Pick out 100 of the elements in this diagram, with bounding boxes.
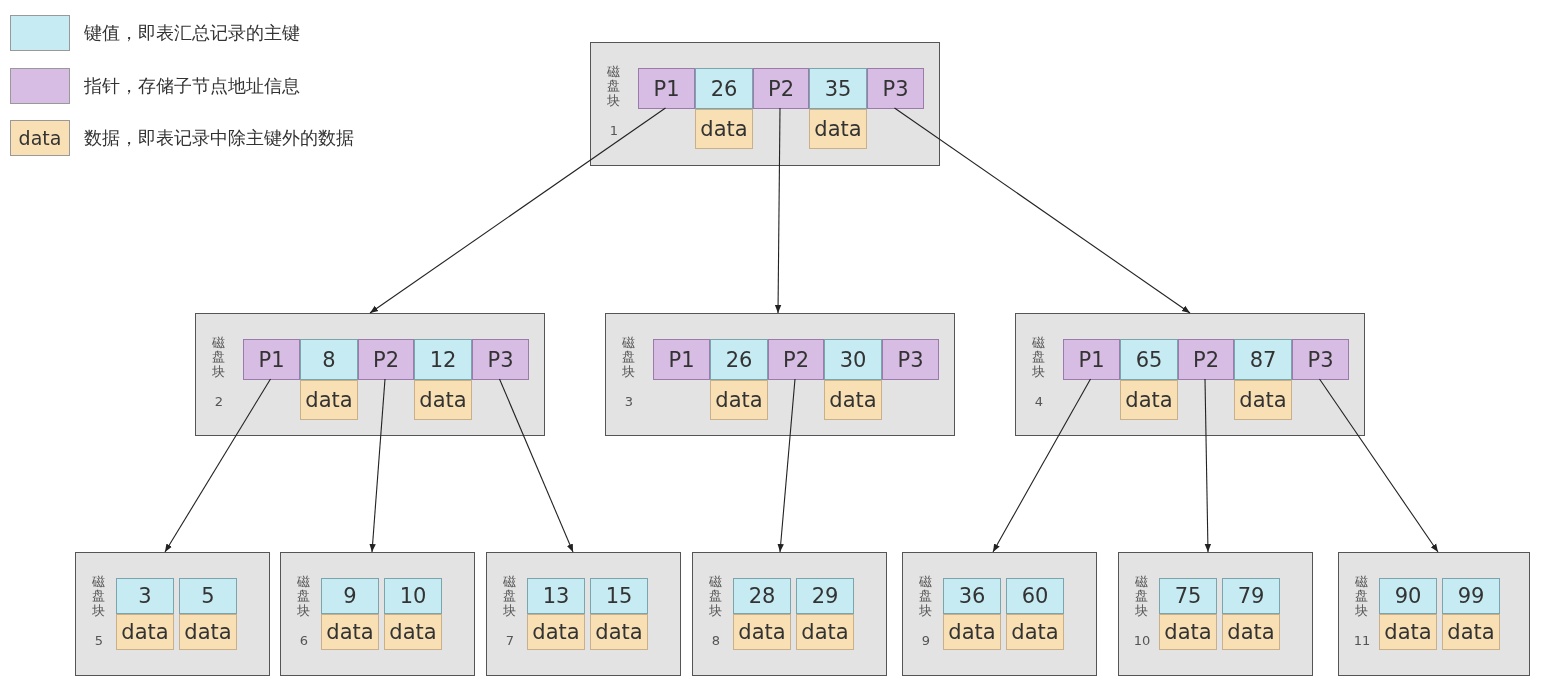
key-cell: 35 xyxy=(809,68,867,109)
disk-block-label: 磁盘块 xyxy=(919,575,932,618)
key-cell: 12 xyxy=(414,339,472,380)
arrow xyxy=(164,378,272,553)
key-cell: 99 xyxy=(1442,578,1500,614)
disk-block xyxy=(902,552,1097,676)
data-cell: data xyxy=(710,380,768,420)
block-number: 8 xyxy=(710,633,722,648)
disk-block-label: 磁盘块 xyxy=(1135,575,1148,618)
data-cell: data xyxy=(414,380,472,420)
block-number: 4 xyxy=(1033,394,1045,409)
pointer-cell: P2 xyxy=(1178,339,1234,380)
disk-block xyxy=(486,552,681,676)
data-cell: data xyxy=(1234,380,1292,420)
disk-block-label: 磁盘块 xyxy=(709,575,722,618)
data-cell: data xyxy=(1006,614,1064,650)
data-cell: data xyxy=(116,614,174,650)
disk-block xyxy=(75,552,270,676)
disk-block-label: 磁盘块 xyxy=(1032,336,1045,379)
data-cell: data xyxy=(943,614,1001,650)
disk-block-label: 磁盘块 xyxy=(92,575,105,618)
arrow xyxy=(498,378,574,553)
block-number: 1 xyxy=(608,123,620,138)
key-cell: 75 xyxy=(1159,578,1217,614)
disk-block xyxy=(692,552,887,676)
legend-text: 数据，即表记录中除主键外的数据 xyxy=(84,126,354,150)
legend-swatch: data xyxy=(10,120,70,156)
disk-block-label: 磁盘块 xyxy=(607,65,620,108)
disk-block xyxy=(1118,552,1313,676)
key-cell: 90 xyxy=(1379,578,1437,614)
arrow xyxy=(369,378,386,553)
block-number: 7 xyxy=(504,633,516,648)
key-cell: 26 xyxy=(710,339,768,380)
pointer-cell: P1 xyxy=(638,68,695,109)
pointer-cell: P3 xyxy=(472,339,529,380)
key-cell: 5 xyxy=(179,578,237,614)
arrow xyxy=(774,107,782,314)
block-number: 10 xyxy=(1132,633,1152,648)
pointer-cell: P3 xyxy=(882,339,939,380)
disk-block xyxy=(605,313,955,436)
arrow xyxy=(893,107,1191,314)
key-cell: 3 xyxy=(116,578,174,614)
key-cell: 15 xyxy=(590,578,648,614)
data-cell: data xyxy=(1379,614,1437,650)
key-cell: 65 xyxy=(1120,339,1178,380)
data-cell: data xyxy=(527,614,585,650)
data-cell: data xyxy=(1159,614,1217,650)
key-cell: 8 xyxy=(300,339,358,380)
data-cell: data xyxy=(733,614,791,650)
data-cell: data xyxy=(796,614,854,650)
pointer-cell: P2 xyxy=(358,339,414,380)
block-number: 6 xyxy=(298,633,310,648)
pointer-cell: P2 xyxy=(753,68,809,109)
key-cell: 10 xyxy=(384,578,442,614)
key-cell: 87 xyxy=(1234,339,1292,380)
block-number: 3 xyxy=(623,394,635,409)
data-cell: data xyxy=(809,109,867,149)
pointer-cell: P1 xyxy=(653,339,710,380)
arrow xyxy=(369,107,667,314)
key-cell: 36 xyxy=(943,578,1001,614)
pointer-cell: P1 xyxy=(243,339,300,380)
arrow xyxy=(1318,378,1439,553)
data-cell: data xyxy=(824,380,882,420)
disk-block xyxy=(195,313,545,436)
disk-block xyxy=(280,552,475,676)
data-cell: data xyxy=(695,109,753,149)
disk-block-label: 磁盘块 xyxy=(212,336,225,379)
pointer-cell: P1 xyxy=(1063,339,1120,380)
disk-block xyxy=(1338,552,1530,676)
block-number: 2 xyxy=(213,394,225,409)
key-cell: 30 xyxy=(824,339,882,380)
disk-block-label: 磁盘块 xyxy=(503,575,516,618)
data-cell: data xyxy=(300,380,358,420)
disk-block-label: 磁盘块 xyxy=(622,336,635,379)
pointer-cell: P3 xyxy=(1292,339,1349,380)
arrow xyxy=(777,378,796,553)
legend-text: 键值，即表汇总记录的主键 xyxy=(84,21,300,45)
key-cell: 9 xyxy=(321,578,379,614)
data-cell: data xyxy=(1222,614,1280,650)
key-cell: 60 xyxy=(1006,578,1064,614)
arrow xyxy=(1204,378,1212,553)
pointer-cell: P2 xyxy=(768,339,824,380)
data-cell: data xyxy=(1120,380,1178,420)
data-cell: data xyxy=(590,614,648,650)
legend-text: 指针，存储子节点地址信息 xyxy=(84,74,300,98)
data-cell: data xyxy=(321,614,379,650)
data-cell: data xyxy=(179,614,237,650)
pointer-cell: P3 xyxy=(867,68,924,109)
key-cell: 28 xyxy=(733,578,791,614)
block-number: 5 xyxy=(93,633,105,648)
disk-block-label: 磁盘块 xyxy=(297,575,310,618)
disk-block xyxy=(1015,313,1365,436)
key-cell: 79 xyxy=(1222,578,1280,614)
disk-block xyxy=(590,42,940,166)
key-cell: 29 xyxy=(796,578,854,614)
block-number: 11 xyxy=(1352,633,1372,648)
arrow xyxy=(992,378,1092,553)
block-number: 9 xyxy=(920,633,932,648)
disk-block-label: 磁盘块 xyxy=(1355,575,1368,618)
data-cell: data xyxy=(384,614,442,650)
